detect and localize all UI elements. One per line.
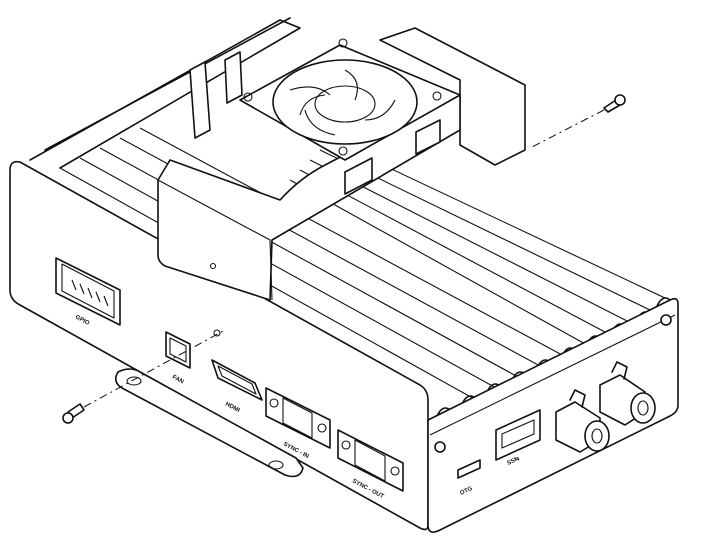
- rear-connector-block: [379, 27, 526, 166]
- mounting-bracket: [114, 368, 304, 478]
- fan-bracket: [157, 94, 461, 301]
- standoff-post-1: [189, 61, 211, 139]
- otg-port: OTG: [457, 459, 481, 497]
- fan-port: FAN: [165, 329, 221, 385]
- side-screw-boss-left: [434, 441, 446, 453]
- screw-right: [603, 94, 626, 113]
- otg-label: OTG: [459, 486, 474, 497]
- fan-label: FAN: [171, 374, 184, 385]
- side-panel: [427, 297, 679, 533]
- bnc-connector-2: [599, 361, 656, 426]
- screw-right-axis: [529, 109, 605, 149]
- standoff-post-2: [224, 51, 243, 104]
- screw-left-axis: [83, 329, 226, 408]
- screw-left: [62, 403, 85, 424]
- fan-module: [239, 38, 461, 161]
- side-screw-boss-right: [660, 314, 672, 326]
- bnc-connector-1: [555, 389, 610, 453]
- gpio-port: GPIO: [55, 257, 121, 327]
